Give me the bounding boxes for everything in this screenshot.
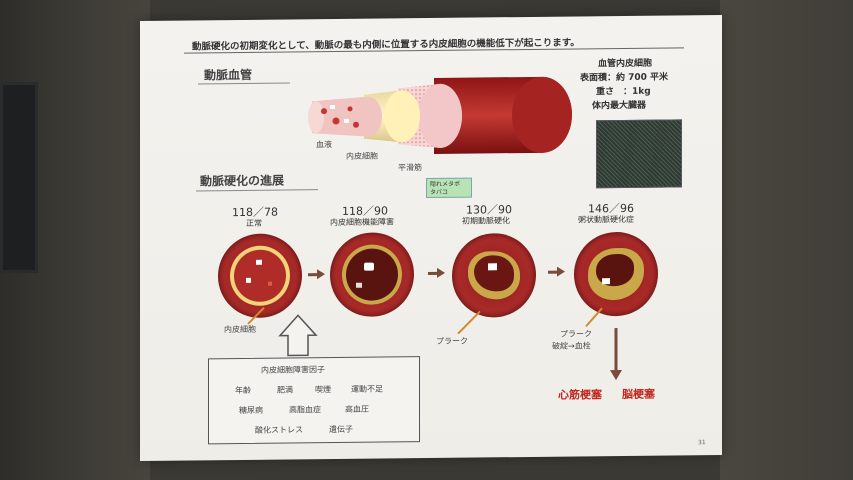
artery-illustration <box>308 76 572 154</box>
factor-box: 内皮細胞障害因子 年齢 肥満 喫煙 運動不足 糖尿病 高脂血症 高血圧 酸化スト… <box>208 356 420 445</box>
pointer-lines <box>247 307 622 381</box>
factor-age: 年齢 <box>235 385 251 396</box>
wall-right <box>720 0 853 480</box>
factor-smoking: 喫煙 <box>315 385 331 395</box>
pointer-plaque-2 <box>585 307 603 328</box>
page-number: 31 <box>698 439 706 447</box>
pointer-endothelium <box>247 307 265 325</box>
factor-hyperlipidemia: 高脂血症 <box>289 405 321 415</box>
wall-poster <box>0 82 38 273</box>
factor-up-arrow <box>278 314 318 357</box>
factor-oxidative-stress: 酸化ストレス <box>255 425 303 435</box>
arrow-down-head <box>610 369 622 381</box>
outcome-myocardial-infarction: 心筋梗塞 <box>558 388 602 402</box>
projected-slide: 動脈硬化の初期変化として、動脈の最も内側に位置する内皮細胞の機能低下が起こります… <box>140 14 722 462</box>
pointer-plaque-1 <box>457 310 481 335</box>
factor-diabetes: 糖尿病 <box>239 405 263 416</box>
outcome-cerebral-infarction: 脳梗塞 <box>622 387 655 401</box>
factor-title: 内皮細胞障害因子 <box>261 365 325 375</box>
factor-hypertension: 高血圧 <box>345 404 369 414</box>
factor-inactivity: 運動不足 <box>351 384 383 394</box>
factor-obesity: 肥満 <box>277 385 293 395</box>
factor-genetic: 遺伝子 <box>329 424 353 435</box>
